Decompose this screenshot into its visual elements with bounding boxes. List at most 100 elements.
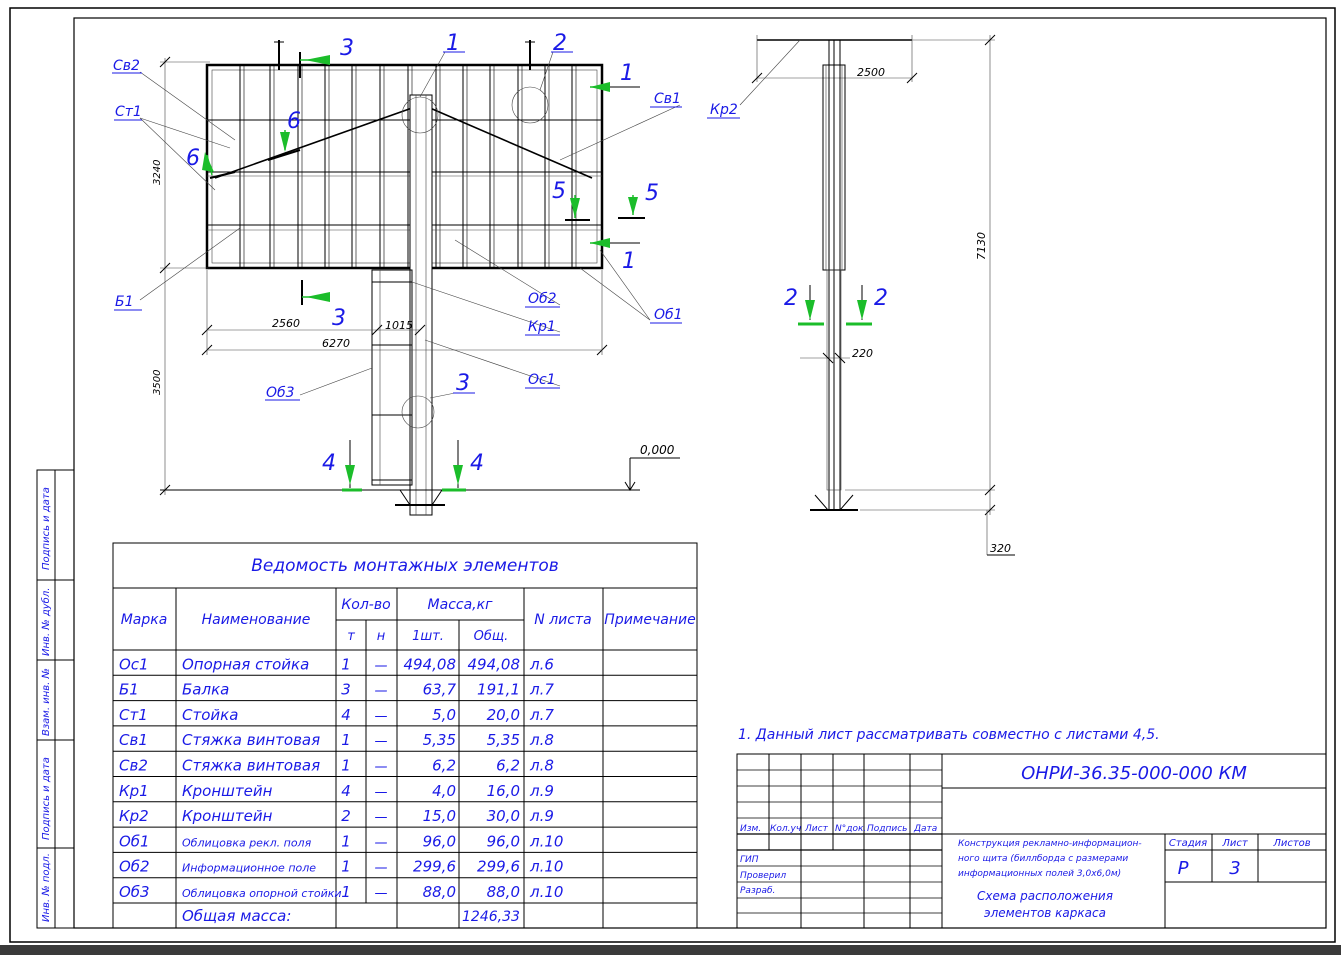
table-cell-n: —	[375, 709, 388, 724]
th-n: н	[377, 629, 386, 644]
th-name: Наименование	[202, 612, 311, 628]
table-cell-one: 5,0	[432, 706, 456, 724]
section-1-bottom: 1	[590, 238, 640, 274]
svg-text:3: 3	[332, 306, 346, 331]
table-cell-mark: Б1	[119, 681, 139, 699]
svg-text:6: 6	[287, 109, 301, 134]
label-b1: Б1	[115, 294, 134, 310]
table-cell-sheet: л.6	[529, 655, 554, 673]
svg-text:2: 2	[784, 286, 798, 311]
table-cell-total: 5,35	[487, 731, 520, 749]
svg-text:4: 4	[470, 451, 484, 476]
dim-1015: 1015	[385, 319, 413, 332]
table-cell-t: 1	[341, 655, 351, 673]
label-kr1: Кр1	[528, 319, 556, 335]
table-cell-one: 6,2	[432, 757, 456, 775]
table-cell-n: —	[375, 760, 388, 775]
table-cell-mark: Об3	[119, 883, 150, 901]
stamp-data: Дата	[913, 824, 937, 834]
section-5-right: 5	[618, 181, 659, 219]
table-cell-one: 5,35	[423, 731, 456, 749]
table-cell-total: 16,0	[487, 782, 520, 800]
section-2-side-left: 2	[784, 285, 824, 326]
table-cell-one: 4,0	[432, 782, 456, 800]
stamp-stage: Р	[1178, 858, 1189, 879]
table-cell-t: 4	[341, 782, 351, 800]
th-total: Общ.	[474, 629, 509, 644]
table-cell-sheet: л.10	[529, 832, 563, 850]
section-3-bottom: 3	[301, 280, 346, 331]
table-cell-sheet: л.8	[529, 731, 554, 749]
table-cell-t: 1	[341, 731, 351, 749]
stamp-desc-1: Конструкция рекламно-информацион-	[958, 839, 1142, 849]
table-cell-one: 88,0	[423, 883, 456, 901]
table-cell-name: Облицовка рекл. поля	[182, 836, 312, 849]
svg-text:2: 2	[874, 286, 888, 311]
stamp-koluch: Кол.уч	[770, 824, 801, 834]
table-cell-sheet: л.8	[529, 757, 554, 775]
th-sheet: N листа	[534, 612, 591, 628]
table-cell-one: 15,0	[423, 807, 456, 825]
table-cell-n: —	[375, 810, 388, 825]
dim-6270: 6270	[322, 337, 350, 350]
label-kr2: Кр2	[710, 102, 738, 118]
table-cell-n: —	[375, 684, 388, 699]
stamp-desc-2: ного щита (биллборда с размерами	[958, 854, 1128, 864]
table-cell-mark: Ос1	[119, 655, 149, 673]
total-value: 1246,33	[462, 909, 520, 925]
table-cell-name: Опорная стойка	[182, 655, 309, 673]
dim-7130: 7130	[975, 232, 988, 260]
table-cell-name: Стойка	[182, 706, 238, 724]
strip-label-2: Инв. № дубл.	[40, 588, 52, 656]
label-ob3: Об3	[266, 385, 295, 401]
th-one: 1шт.	[412, 629, 444, 644]
stamp-title-1: Схема расположения	[977, 889, 1113, 903]
table-cell-t: 1	[341, 757, 351, 775]
outer-frame	[9, 7, 1336, 943]
th-t: т	[347, 629, 355, 644]
callout-3: 3	[456, 371, 470, 396]
strip-label-1: Подпись и дата	[41, 487, 52, 570]
svg-text:1: 1	[622, 249, 636, 274]
stamp-sheet: 3	[1229, 858, 1240, 879]
table-cell-name: Облицовка опорной стойки	[182, 887, 342, 900]
title-block: Изм. Кол.уч Лист N°док. Подпись Дата ГИП…	[736, 753, 1327, 929]
stamp-title-2: элементов каркаса	[984, 906, 1106, 920]
table-cell-total: 20,0	[487, 706, 520, 724]
table-cell-mark: Об2	[119, 858, 150, 876]
table-cell-total: 88,0	[487, 883, 520, 901]
left-strip: Подпись и дата Инв. № дубл. Взам. инв. №…	[36, 469, 75, 929]
stamp-stage-header: Стадия	[1169, 838, 1207, 849]
callout-1: 1	[446, 31, 460, 56]
table-cell-name: Кронштейн	[182, 807, 273, 825]
table-cell-total: 96,0	[487, 832, 520, 850]
section-6-left: 6	[186, 146, 236, 179]
svg-text:4: 4	[322, 451, 336, 476]
th-mass: Масса,кг	[428, 597, 494, 613]
section-4-right: 4	[442, 440, 484, 492]
svg-text:3: 3	[340, 36, 354, 61]
table-cell-mark: Кр2	[119, 807, 149, 825]
front-view: 3240 3500 2560 1015 6270 0,000 Св2 Ст1	[112, 31, 683, 516]
general-note: 1. Данный лист рассматривать совместно с…	[738, 727, 1160, 743]
callout-2: 2	[553, 31, 567, 56]
dim-2500: 2500	[857, 66, 885, 79]
dim-3500: 3500	[152, 370, 163, 395]
stamp-desc-3: информационных полей 3,0х6,0м)	[958, 869, 1121, 879]
dim-3240: 3240	[152, 160, 163, 185]
table-cell-sheet: л.9	[529, 782, 554, 800]
stamp-ndok: N°док.	[835, 824, 866, 834]
stamp-podpis: Подпись	[867, 824, 907, 834]
parts-table: Ведомость монтажных элементов Марка Наим…	[112, 542, 698, 929]
stamp-sheets-header: Листов	[1272, 838, 1310, 849]
section-1-top: 1	[590, 61, 640, 92]
section-3-top: 3	[299, 36, 354, 78]
table-cell-mark: Ст1	[119, 706, 148, 724]
label-ob2: Об2	[528, 291, 557, 307]
table-cell-one: 63,7	[423, 681, 457, 699]
stamp-list: Лист	[804, 824, 829, 834]
svg-text:1: 1	[620, 61, 634, 86]
table-cell-one: 96,0	[423, 832, 456, 850]
strip-label-3: Взам. инв. №	[41, 668, 52, 736]
table-cell-t: 2	[341, 807, 351, 825]
